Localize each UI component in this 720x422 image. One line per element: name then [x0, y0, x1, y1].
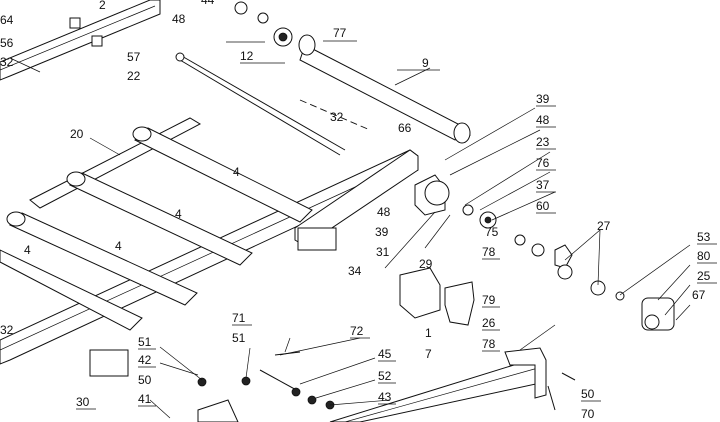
callout-48: 48	[172, 12, 186, 26]
callout-4a: 4	[233, 165, 240, 179]
rollers	[0, 126, 313, 331]
callout-71: 71	[232, 311, 246, 325]
callout-4d: 4	[24, 243, 31, 257]
callout-9: 9	[422, 56, 429, 70]
callout-42: 42	[138, 353, 152, 367]
callout-34: 34	[348, 264, 362, 278]
callout-12: 12	[240, 49, 254, 63]
callout-37: 37	[536, 178, 550, 192]
callout-72: 72	[350, 324, 364, 338]
callout-7: 7	[425, 347, 432, 361]
callout-51b: 51	[138, 335, 152, 349]
callout-4b: 4	[175, 207, 182, 221]
callout-53: 53	[697, 230, 711, 244]
callout-underlines	[76, 40, 717, 410]
callout-41: 41	[138, 392, 152, 406]
callout-22: 22	[127, 69, 141, 83]
callout-39b: 39	[375, 225, 389, 239]
callout-23: 23	[536, 135, 550, 149]
callout-32b: 32	[330, 110, 344, 124]
callout-25: 25	[697, 269, 711, 283]
drive-parts	[414, 174, 675, 331]
callout-48b: 48	[536, 113, 550, 127]
callout-66: 66	[398, 121, 412, 135]
bolts-bottom	[197, 351, 576, 422]
callout-78b: 78	[482, 337, 496, 351]
shaft-22	[175, 52, 346, 156]
callout-64: 64	[0, 13, 14, 27]
callout-78a: 78	[482, 245, 496, 259]
callout-56: 56	[0, 36, 14, 50]
callout-70: 70	[581, 407, 595, 421]
callout-48c: 48	[377, 205, 391, 219]
callout-57: 57	[127, 50, 141, 64]
top-small-parts	[69, 1, 293, 47]
drum-9	[298, 34, 471, 144]
callout-20: 20	[70, 127, 84, 141]
callout-52: 52	[378, 369, 392, 383]
callout-27: 27	[597, 219, 611, 233]
callout-32c: 32	[0, 323, 14, 337]
callout-39: 39	[536, 92, 550, 106]
callout-67: 67	[692, 288, 706, 302]
callout-44: 44	[201, 0, 215, 7]
callout-60: 60	[536, 199, 550, 213]
callout-26: 26	[482, 316, 496, 330]
callout-30: 30	[76, 395, 90, 409]
callout-75: 75	[485, 225, 499, 239]
callout-2: 2	[99, 0, 106, 12]
callout-31: 31	[376, 245, 390, 259]
callout-80: 80	[697, 249, 711, 263]
callout-43: 43	[378, 390, 392, 404]
callout-32: 32	[0, 55, 14, 69]
callout-45: 45	[378, 347, 392, 361]
callout-4c: 4	[115, 239, 122, 253]
callout-1: 1	[425, 326, 432, 340]
brackets	[89, 227, 475, 377]
callout-leaders	[9, 57, 691, 419]
callout-77: 77	[333, 26, 347, 40]
callout-51a: 51	[232, 331, 246, 345]
callout-50a: 50	[138, 373, 152, 387]
callout-76: 76	[536, 156, 550, 170]
callout-50b: 50	[581, 387, 595, 401]
callout-79: 79	[482, 293, 496, 307]
callout-29: 29	[419, 257, 433, 271]
